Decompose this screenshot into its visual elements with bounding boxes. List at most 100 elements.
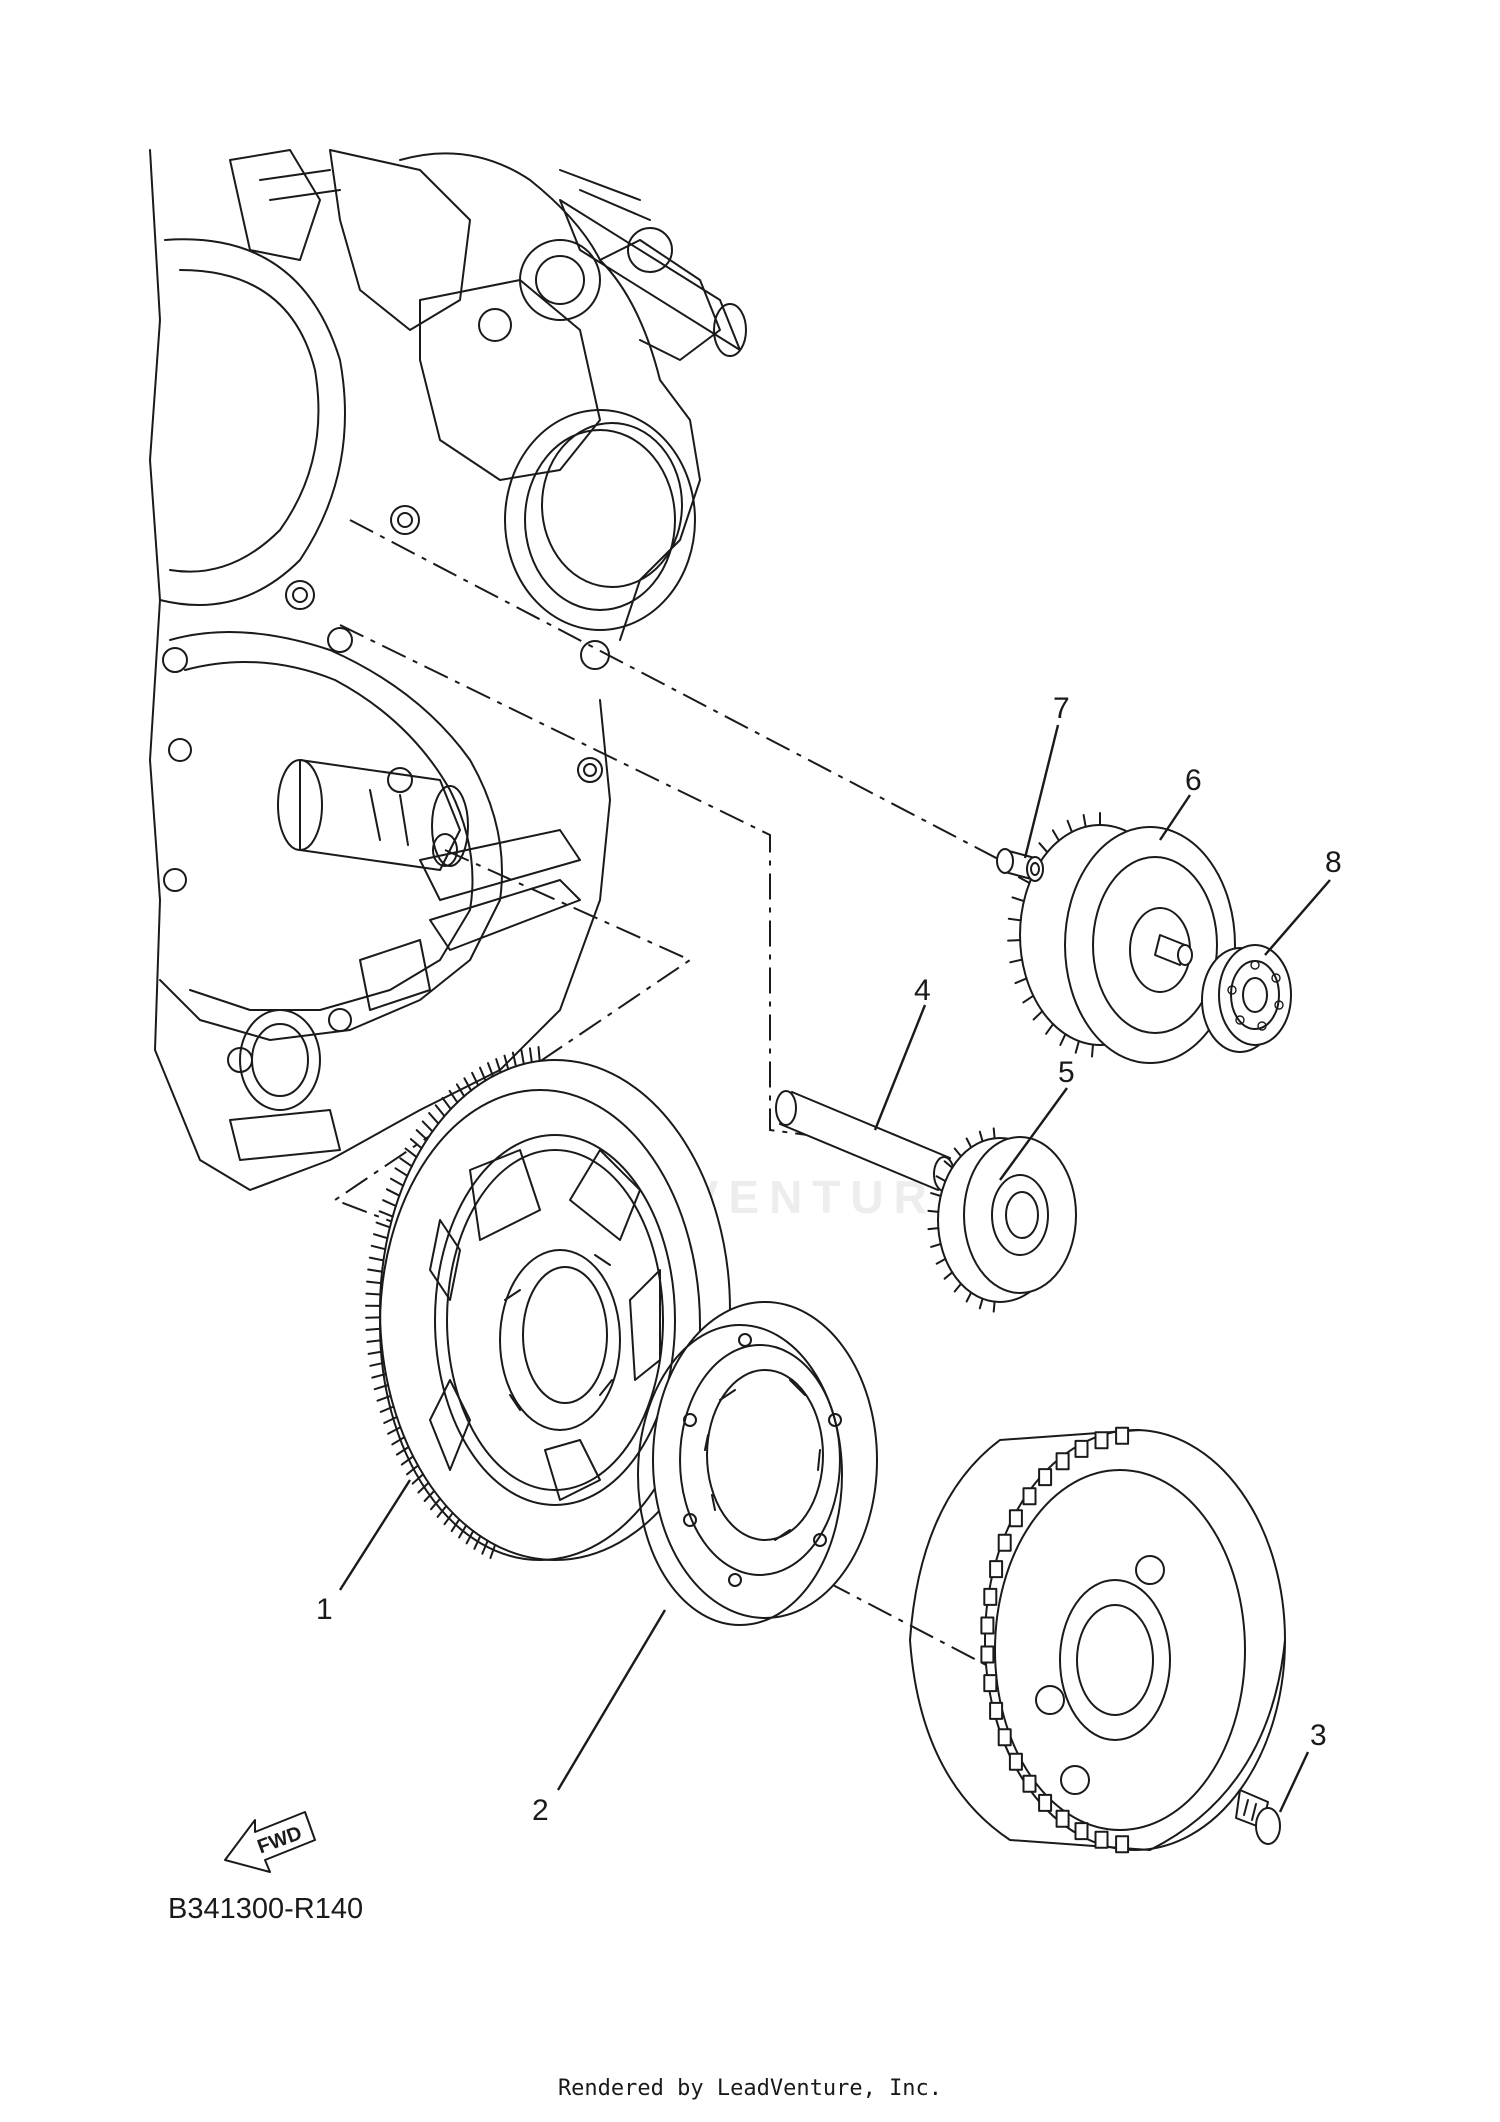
gear-tooth	[481, 1539, 489, 1555]
gear-tooth	[479, 1066, 487, 1082]
gear-tooth	[943, 1271, 954, 1280]
rotor-slot	[1074, 1439, 1089, 1458]
rotor-slot	[1074, 1822, 1089, 1841]
gear-tooth	[395, 1446, 410, 1456]
gear-tooth	[1059, 1033, 1067, 1046]
gear-tooth	[1051, 829, 1060, 842]
gear-tooth	[455, 1083, 466, 1098]
rotor-slot	[989, 1701, 1004, 1720]
rotor-slot	[1055, 1809, 1070, 1828]
gear-tooth	[378, 1210, 394, 1218]
gear-tooth	[943, 1160, 954, 1169]
gear-tooth	[421, 1120, 434, 1133]
gear-tooth	[965, 1291, 973, 1303]
gear-tooth	[1038, 842, 1049, 854]
part-7-needle-bearing	[996, 848, 1044, 882]
gear-tooth	[365, 1327, 382, 1331]
gear-tooth	[391, 1436, 406, 1446]
gear-tooth	[935, 1257, 947, 1265]
gear-tooth	[953, 1282, 962, 1293]
gear-tooth	[370, 1244, 387, 1251]
forward-direction-arrow: FWD	[224, 1811, 316, 1873]
part-2-one-way-clutch	[637, 1301, 878, 1626]
gear-tooth	[992, 1300, 996, 1313]
gear-tooth	[1009, 958, 1023, 964]
callout-2: 2	[532, 1794, 549, 1827]
gear-tooth	[953, 1147, 962, 1158]
rotor-slot	[1022, 1487, 1037, 1506]
gear-tooth	[471, 1071, 480, 1087]
part-8-ball-bearing	[1201, 944, 1292, 1053]
gear-tooth	[1074, 1040, 1080, 1054]
gear-tooth	[487, 1062, 494, 1078]
gear-tooth	[379, 1405, 395, 1413]
gear-tooth	[368, 1256, 385, 1262]
callout-7: 7	[1053, 692, 1070, 725]
gear-tooth	[930, 1243, 942, 1248]
engine-crankcase-illustration	[149, 149, 747, 1191]
gear-tooth	[495, 1058, 502, 1074]
rotor-slot	[1008, 1752, 1023, 1771]
rotor-slot	[989, 1560, 1004, 1579]
callout-numbers: 1 2 3 4 5 6 7 8	[316, 692, 1342, 1827]
part-4-idle-gear-shaft	[775, 1090, 955, 1192]
gear-tooth	[520, 1049, 525, 1065]
gear-tooth	[390, 1177, 405, 1187]
gear-tooth	[927, 1227, 940, 1231]
gear-tooth	[366, 1339, 383, 1343]
gear-tooth	[1017, 876, 1031, 884]
gear-tooth	[978, 1297, 984, 1310]
gear-tooth	[394, 1167, 409, 1177]
gear-tooth	[406, 1464, 419, 1476]
rotor-slot	[1008, 1509, 1023, 1528]
gear-tooth	[473, 1535, 482, 1550]
gear-tooth	[489, 1543, 497, 1560]
rotor-slot	[1094, 1431, 1109, 1450]
gear-tooth	[965, 1137, 973, 1149]
gear-tooth	[375, 1221, 391, 1229]
gear-tooth	[537, 1046, 541, 1062]
idle-gear-teeth	[927, 1127, 996, 1313]
gear-tooth	[448, 1089, 459, 1104]
rotor-slot	[1094, 1830, 1109, 1849]
gear-tooth	[434, 1104, 446, 1118]
callout-4: 4	[914, 974, 931, 1007]
rotor-slot	[1038, 1468, 1053, 1487]
rotor-slot	[983, 1674, 998, 1693]
rotor-slot	[983, 1587, 998, 1606]
gear-tooth	[411, 1473, 425, 1485]
gear-tooth	[1032, 1010, 1044, 1021]
gear-tooth	[1007, 939, 1022, 942]
rotor-slot	[997, 1533, 1012, 1552]
rotor-slot	[980, 1645, 995, 1664]
rotor-slot	[1055, 1452, 1070, 1471]
gear-tooth	[428, 1112, 440, 1125]
rotor-slot	[1115, 1426, 1130, 1445]
leader-lines	[338, 724, 1331, 1813]
gear-tooth	[365, 1292, 382, 1296]
generator-rotor	[909, 1426, 1286, 1854]
gear-tooth	[1082, 814, 1087, 828]
gear-tooth	[1014, 977, 1028, 985]
gear-tooth	[387, 1426, 402, 1435]
gear-tooth	[366, 1280, 382, 1285]
callout-1: 1	[316, 1593, 333, 1626]
rotor-slot	[980, 1616, 995, 1635]
rotor-slot	[1038, 1793, 1053, 1812]
gear-tooth	[382, 1199, 397, 1207]
rotor-slot	[997, 1728, 1012, 1747]
callout-3: 3	[1310, 1719, 1327, 1752]
gear-tooth	[367, 1268, 384, 1273]
gear-tooth	[373, 1233, 389, 1240]
gear-tooth	[415, 1129, 428, 1141]
part-5-idle-gear	[927, 1127, 1077, 1313]
gear-tooth	[404, 1147, 418, 1159]
gear-tooth	[528, 1047, 533, 1064]
rotor-slot	[1022, 1774, 1037, 1793]
rotor-magnet-slots	[980, 1426, 1130, 1854]
part-6-starter-idle-gear-assy	[1007, 812, 1236, 1064]
gear-tooth	[927, 1209, 940, 1213]
gear-tooth	[463, 1077, 473, 1092]
